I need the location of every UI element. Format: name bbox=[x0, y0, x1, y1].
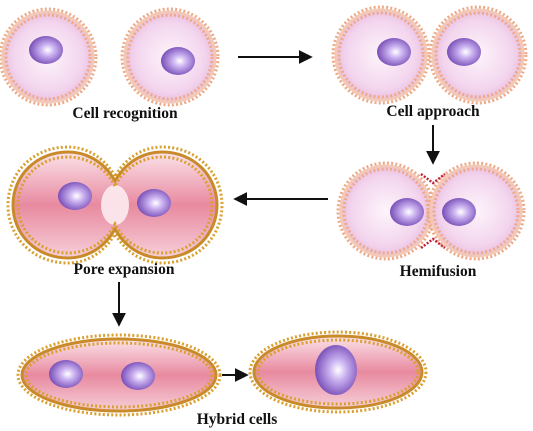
membrane-inner bbox=[434, 11, 522, 99]
stage-cell-recognition: Cell recognition bbox=[0, 7, 220, 122]
binucleate-cell bbox=[16, 333, 222, 417]
lipid-tails bbox=[11, 150, 219, 260]
cell-left bbox=[336, 161, 436, 261]
membrane-inner bbox=[342, 167, 430, 255]
membrane-inner bbox=[256, 338, 420, 406]
lipid-tails bbox=[334, 8, 428, 102]
nucleus bbox=[447, 38, 481, 66]
lipid-tails bbox=[123, 10, 217, 104]
membrane-inner bbox=[432, 167, 520, 255]
nucleus-left bbox=[58, 182, 92, 210]
hemifusion-diaphragm-bottom bbox=[420, 237, 446, 249]
membrane-inner bbox=[4, 13, 92, 101]
membrane-outer bbox=[16, 333, 222, 417]
label-hybrid-cells: Hybrid cells bbox=[197, 411, 278, 428]
cytoplasm bbox=[21, 339, 217, 411]
nucleus-right bbox=[121, 362, 155, 390]
membrane-inner bbox=[126, 13, 214, 101]
cell-right bbox=[426, 161, 526, 261]
nucleus bbox=[377, 38, 411, 66]
lipid-tails bbox=[431, 8, 525, 102]
hybrid-nucleus bbox=[315, 345, 357, 395]
stage-hemifusion: Hemifusion bbox=[336, 161, 526, 280]
membrane-inner bbox=[337, 11, 425, 99]
lipid-tails bbox=[429, 164, 523, 258]
hemifusion-diaphragm-top bbox=[420, 173, 446, 185]
membrane-outer bbox=[426, 161, 526, 261]
cell-right bbox=[120, 7, 220, 107]
cell-left bbox=[331, 5, 431, 105]
cytoplasm bbox=[342, 167, 430, 255]
cell-left bbox=[0, 7, 98, 107]
hybrid-cell bbox=[248, 330, 428, 414]
nucleus-right bbox=[137, 189, 171, 217]
membrane-outer bbox=[428, 5, 528, 105]
nucleus bbox=[442, 198, 476, 226]
cell-right bbox=[428, 5, 528, 105]
membrane-outer bbox=[331, 5, 431, 105]
stage-pore-expansion: Pore expansion bbox=[6, 145, 224, 278]
fusion-pore bbox=[101, 185, 129, 225]
nucleus-left bbox=[49, 360, 83, 388]
lipid-tails bbox=[20, 337, 218, 413]
lipid-tails bbox=[1, 10, 95, 104]
label-pore-expansion: Pore expansion bbox=[74, 261, 175, 278]
nucleus bbox=[390, 198, 424, 226]
membrane-inner bbox=[16, 155, 214, 255]
membrane-outer bbox=[248, 330, 428, 414]
membrane-outer bbox=[0, 7, 98, 107]
lipid-tails bbox=[252, 334, 424, 410]
label-cell-recognition: Cell recognition bbox=[72, 105, 178, 122]
cytoplasm bbox=[432, 167, 520, 255]
membrane-inner bbox=[24, 341, 214, 409]
label-hemifusion: Hemifusion bbox=[400, 263, 477, 280]
stage-cell-approach: Cell approach bbox=[331, 5, 528, 120]
nucleus bbox=[29, 36, 63, 64]
label-cell-approach: Cell approach bbox=[386, 103, 480, 120]
membrane-outer bbox=[120, 7, 220, 107]
nucleus bbox=[161, 47, 195, 75]
